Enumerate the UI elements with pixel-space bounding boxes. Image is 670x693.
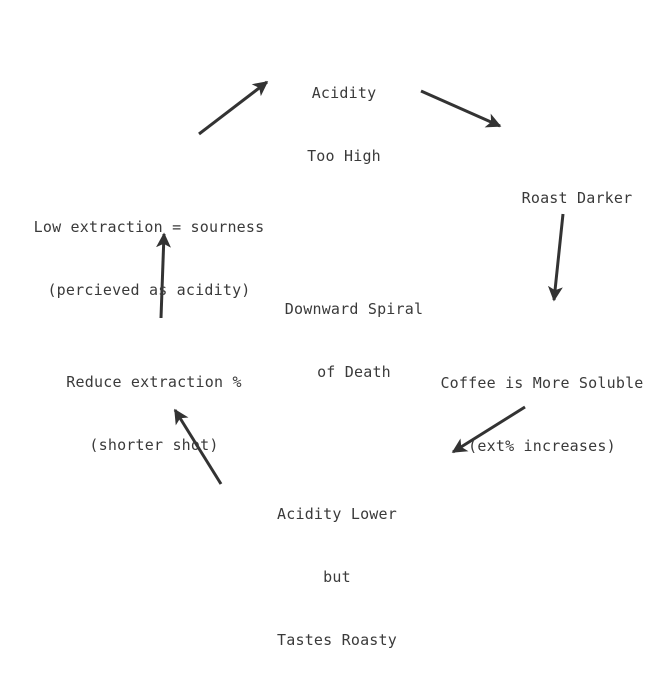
arrow-coffee-more-soluble-to-acidity-lower bbox=[451, 405, 526, 454]
node-roast-darker: Roast Darker bbox=[497, 146, 657, 251]
arrow-acidity-lower-to-reduce-extraction bbox=[173, 408, 223, 485]
arrows-layer bbox=[156, 80, 565, 485]
arrow-roast-darker-to-coffee-more-soluble bbox=[547, 213, 565, 302]
node-reduce-extraction: Reduce extraction % (shorter shot) bbox=[44, 330, 264, 498]
center-line: Downward Spiral bbox=[284, 300, 424, 318]
node-acidity-lower: Acidity Lower but Tastes Roasty bbox=[247, 462, 427, 693]
node-line: Tastes Roasty bbox=[277, 631, 397, 649]
diagram-center-label: Downward Spiral of Death bbox=[254, 257, 454, 425]
arrow-low-extraction-to-acidity-too-high bbox=[198, 80, 269, 136]
node-line: Low extraction = sourness bbox=[33, 218, 265, 236]
node-line: Acidity Lower bbox=[277, 505, 397, 523]
center-line: of Death bbox=[317, 363, 391, 381]
node-acidity-too-high: Acidity Too High bbox=[284, 41, 404, 209]
node-line: (shorter shot) bbox=[89, 436, 219, 454]
node-line: Roast Darker bbox=[521, 189, 633, 207]
node-line: (percieved as acidity) bbox=[47, 281, 251, 299]
node-low-extraction: Low extraction = sourness (percieved as … bbox=[4, 175, 294, 343]
arrow-reduce-extraction-to-low-extraction bbox=[156, 232, 172, 319]
node-line: but bbox=[323, 568, 351, 586]
node-line: Acidity bbox=[311, 84, 377, 102]
arrow-acidity-too-high-to-roast-darker bbox=[420, 89, 502, 128]
node-line: Too High bbox=[307, 147, 381, 165]
node-line: Reduce extraction % bbox=[66, 373, 242, 391]
node-line: Coffee is More Soluble bbox=[440, 374, 644, 392]
node-coffee-more-soluble: Coffee is More Soluble (ext% increases) bbox=[417, 331, 667, 499]
node-line: (ext% increases) bbox=[468, 437, 616, 455]
